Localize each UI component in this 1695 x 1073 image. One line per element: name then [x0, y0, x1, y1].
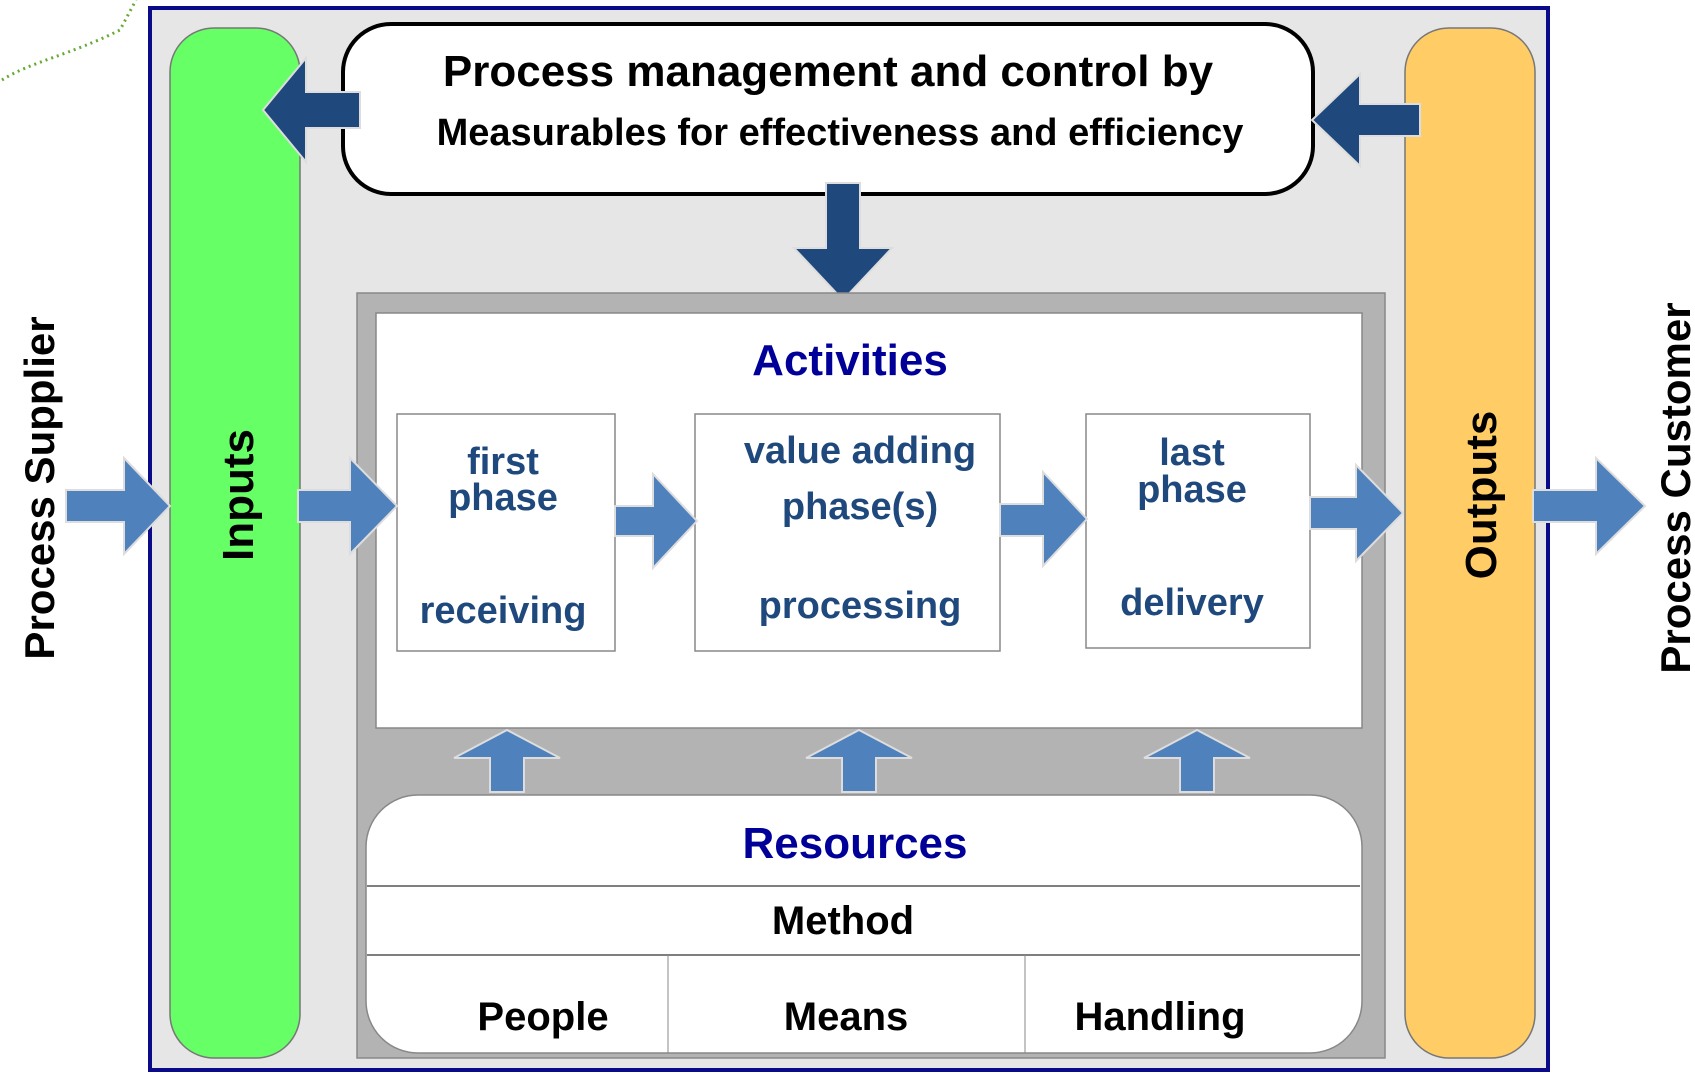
resource-people: People [477, 995, 608, 1039]
resource-arrow-1 [453, 728, 561, 793]
phase-value-adding-action: processing [759, 585, 962, 627]
inputs-label: Inputs [214, 429, 263, 561]
process-customer-label: Process Customer [1652, 302, 1695, 673]
resource-arrow-3 [1143, 728, 1251, 793]
supplier-to-inputs-arrow [65, 455, 172, 557]
phase-first: first phase receiving [396, 413, 616, 652]
process-management-title-line2: Measurables for effectiveness and effici… [437, 112, 1244, 154]
process-management-title-line1: Process management and control by [443, 47, 1214, 96]
phase-last: last phase delivery [1085, 413, 1311, 649]
control-arrow-to-inputs [261, 55, 361, 165]
control-arrow-to-activities [791, 182, 895, 302]
activities-heading: Activities [752, 336, 948, 385]
process-supplier-label: Process Supplier [16, 316, 63, 659]
inputs-bar [169, 27, 301, 1059]
outputs-to-customer-arrow [1532, 455, 1647, 557]
activities-to-outputs-arrow [1309, 462, 1405, 564]
phase-last-box [1085, 413, 1311, 649]
phase-first-action: receiving [420, 590, 587, 632]
phase-last-name-line1: last [1159, 432, 1225, 474]
first-to-value-adding-arrow [614, 471, 699, 571]
inputs-to-activities-arrow [297, 455, 399, 557]
phase-last-action: delivery [1120, 582, 1264, 624]
phase-first-name-line1: first [467, 441, 539, 483]
decorative-vine [1, 0, 138, 82]
outputs-bar [1404, 27, 1536, 1059]
resource-means: Means [784, 995, 909, 1039]
value-adding-to-last-arrow [999, 469, 1089, 569]
resources-panel [365, 794, 1363, 1054]
phase-last-name-line2: phase [1137, 469, 1247, 511]
resources-method: Method [772, 899, 914, 943]
phase-value-adding-name-line2: phase(s) [782, 486, 938, 528]
phase-value-adding-name-line1: value adding [744, 430, 976, 472]
outputs-label: Outputs [1457, 411, 1506, 580]
resource-handling: Handling [1074, 995, 1245, 1039]
phase-first-name-line2: phase [448, 477, 558, 519]
phase-first-box [396, 413, 616, 652]
resources-heading: Resources [742, 819, 967, 868]
resource-arrow-2 [805, 728, 913, 793]
feedback-arrow-from-outputs [1310, 71, 1421, 169]
phase-value-adding: value adding phase(s) processing [694, 413, 1001, 652]
